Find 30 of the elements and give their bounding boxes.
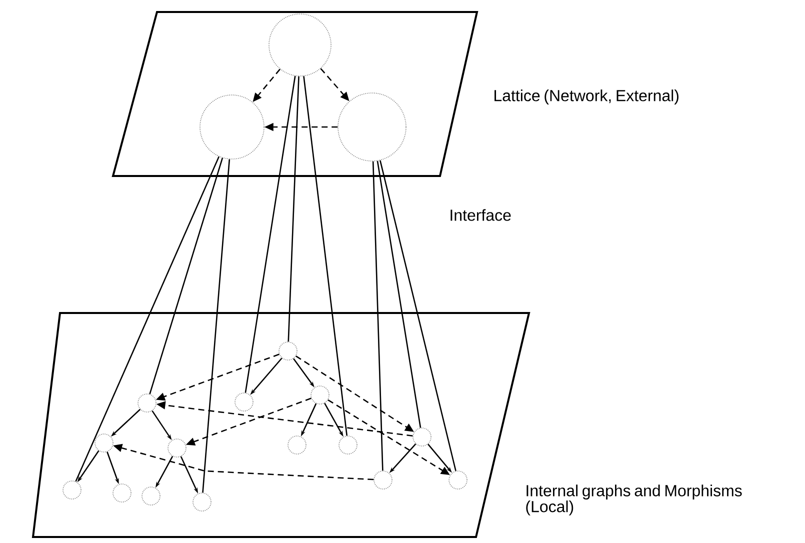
graph-node	[310, 386, 330, 404]
graph-node	[94, 434, 114, 452]
connector-line	[149, 158, 224, 394]
node-label: Internal graphs and Morphisms (Local)	[526, 484, 742, 516]
graph-node	[412, 428, 432, 446]
graph-node	[448, 470, 468, 490]
graph-node	[338, 436, 358, 454]
connector-line	[380, 160, 456, 472]
graph-node	[374, 470, 392, 490]
graph-node	[112, 484, 132, 502]
graph-node	[278, 342, 298, 360]
graph-node	[138, 394, 156, 412]
graph-node	[192, 492, 212, 512]
graph-node	[168, 438, 186, 458]
connector-line	[202, 159, 230, 493]
label: Interface	[450, 209, 511, 221]
graph-node	[268, 14, 332, 76]
connector-line	[303, 76, 348, 436]
graph-node	[234, 392, 254, 412]
connector-line	[372, 161, 384, 471]
connector-line	[244, 76, 296, 393]
graph-node	[142, 486, 160, 506]
graph-node	[62, 480, 82, 500]
graph-node	[200, 94, 264, 160]
connector-line	[288, 76, 300, 342]
graph-node	[338, 92, 406, 162]
connector-line	[376, 160, 422, 428]
node-label: Lattice (Network, External)	[494, 90, 678, 104]
connector-line	[75, 156, 220, 482]
graph-node	[288, 436, 306, 454]
